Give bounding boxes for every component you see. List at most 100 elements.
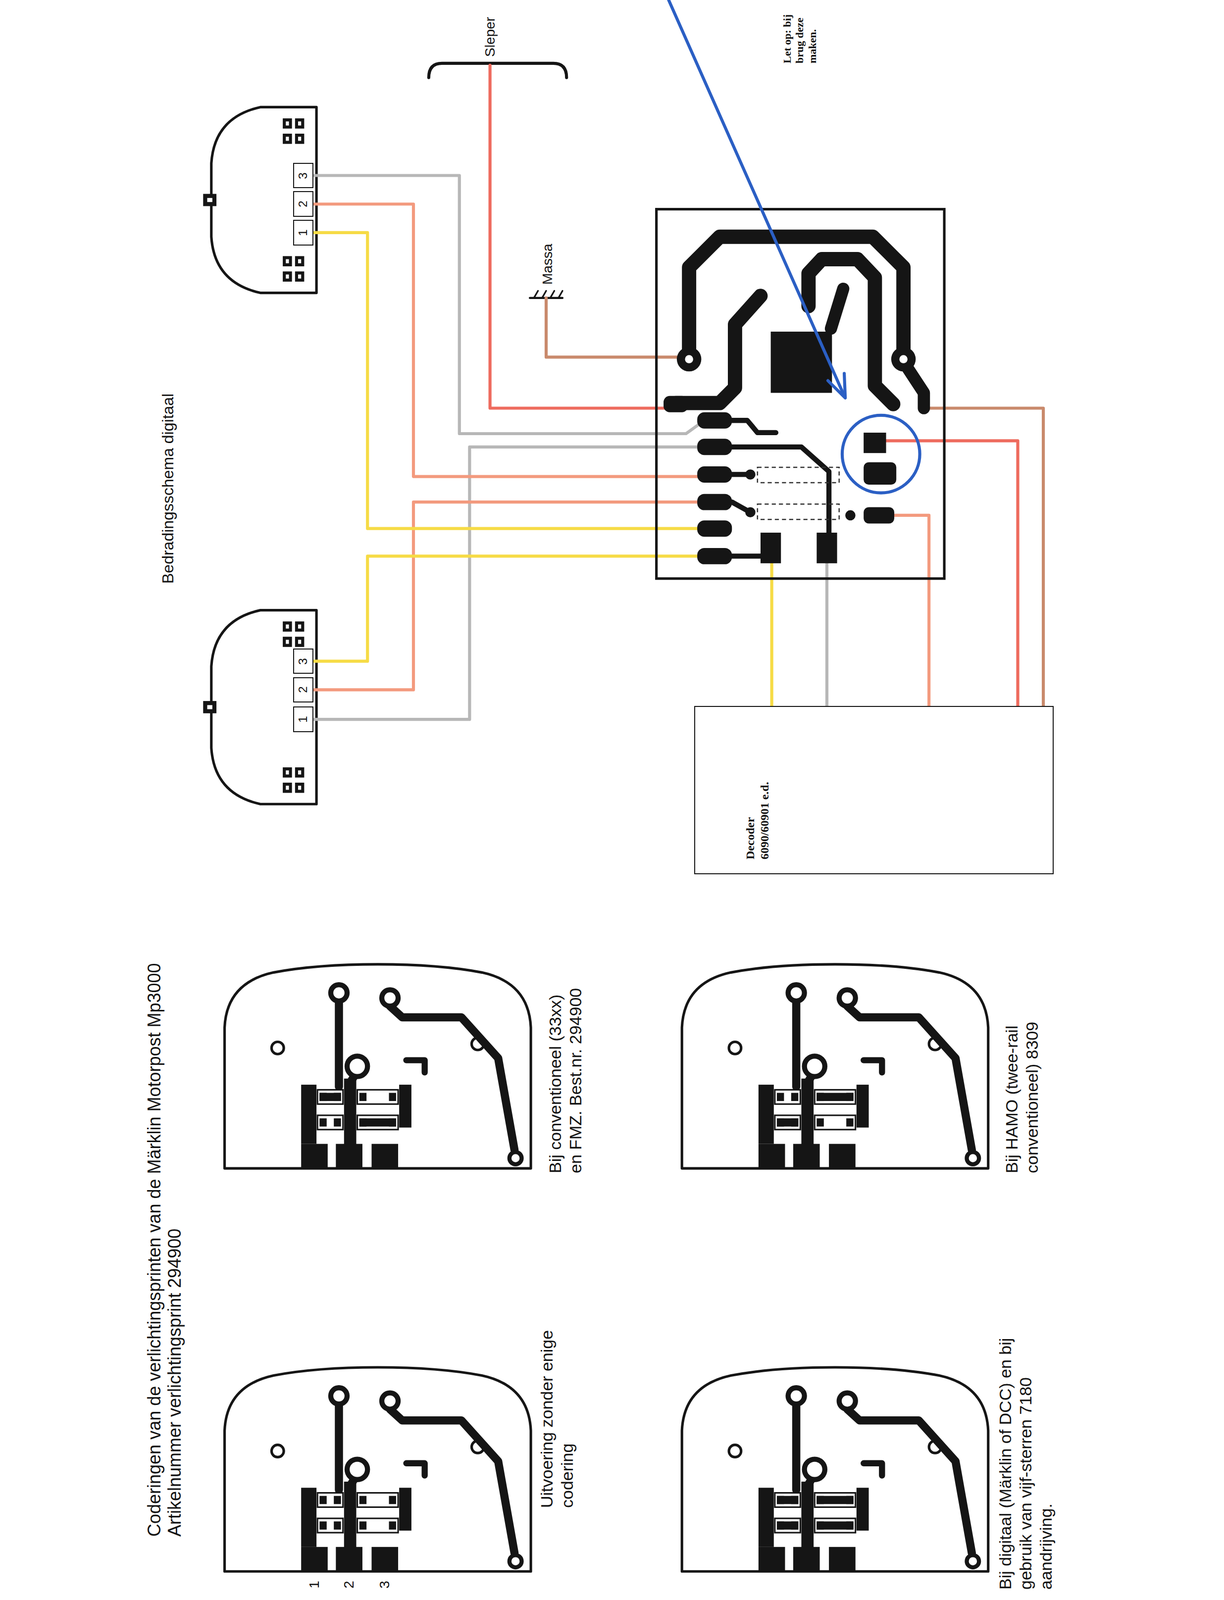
pin-box: 3 [293,648,314,675]
coding-pad [319,1496,327,1505]
wire [546,298,680,358]
ground-hatch [558,290,563,298]
board-outline [224,1367,532,1572]
pad-gap [285,274,289,279]
coding-slot [357,1089,399,1105]
coding-slot [814,1518,856,1533]
wire [314,556,705,662]
pin-box: 2 [293,191,314,217]
copper-trace [334,1001,343,1087]
connector-pad [793,1547,820,1572]
via [845,510,856,521]
coding-pad [856,1487,869,1531]
coding-slot [814,1115,856,1130]
solder-pad [891,347,916,372]
copper-trace [863,1463,882,1477]
chip [770,331,833,394]
main-board [656,209,945,579]
coding-pad [846,1118,854,1127]
coding-slot [317,1518,344,1533]
pad-gap [298,274,302,279]
pad-gap [298,785,302,790]
solder-pad [282,118,293,129]
board-outline [211,610,317,805]
mounting-hole [728,1042,742,1055]
solder-pad [839,1393,856,1410]
ground-hatch [533,290,538,298]
solder-pad [966,1152,979,1165]
highlight-circle [842,415,920,494]
coding-bridge [816,1093,854,1102]
pointer-arrow [668,0,845,397]
copper-trace [847,1006,972,1151]
solder-pad [381,989,399,1007]
connector-pad [371,1144,399,1169]
solder-pad [295,271,305,282]
solder-pad [697,548,732,565]
solder-pad [295,767,305,778]
coding-pad [399,1487,412,1531]
ground-label: Massa [539,185,557,285]
copper-trace [675,296,761,404]
pin-number: 2 [296,685,311,694]
board-outline [656,209,945,579]
solder-pad [697,494,732,511]
wire [892,515,929,707]
wire [314,204,705,477]
coding-pad [816,1118,824,1127]
solder-pad [295,621,305,632]
pad-gap [285,136,289,141]
wire [883,440,1018,707]
wire [314,447,705,720]
diagram-title: Bedradingsschema digitaal [158,237,178,584]
coding-slot [317,1493,344,1508]
coding-slot [357,1493,399,1508]
copper-trace [406,1060,425,1073]
connector-pad [828,1144,856,1169]
coding-pad [758,1084,774,1145]
connector-pad [371,1547,399,1572]
solder-pad [788,984,805,1002]
coding-slot [774,1115,801,1130]
coding-pad [344,1078,357,1147]
solder-pad [347,1459,368,1480]
lighting-board [203,610,317,805]
pickup-shoe [428,63,567,78]
solder-pad [663,396,688,413]
coding-pad [301,1084,317,1145]
pin-box: 2 [293,677,314,704]
pad-gap [298,136,302,141]
solder-pad [804,1056,825,1077]
mounting-hole [728,1445,742,1458]
solder-pad [295,118,305,129]
led-pad [203,194,217,207]
copper-trace [731,553,764,559]
coding-pad [389,1093,397,1102]
wire [314,175,705,434]
copper-trace [792,1001,801,1087]
via [745,469,756,480]
solder-pad [788,1387,805,1405]
coding-bridge [816,1496,854,1505]
solder-pad [863,432,886,454]
solder-pad [697,466,732,483]
pin-number: 1 [296,715,311,724]
copper-trace [847,1409,972,1554]
solder-pad [676,347,702,372]
variant-caption: Bij HAMO (twee-rail conventioneel) 8309 [1001,1005,1043,1174]
wire [825,561,829,707]
variant-caption: Bij conventioneel (33xx) en FMZ. Best.nr… [545,980,586,1174]
wires [314,65,1044,720]
connector-pad [335,1547,363,1572]
coding-slot [357,1518,399,1533]
pad-gap [298,259,302,264]
pad-gap [285,785,289,790]
pad-gap [298,624,302,629]
solder-pad [697,438,732,456]
coding-pad [791,1093,799,1102]
coding-slot [774,1493,801,1508]
solder-pad [697,520,732,537]
coding-pad [333,1496,341,1505]
pin-number: 2 [296,200,311,208]
solder-pad [282,271,293,282]
